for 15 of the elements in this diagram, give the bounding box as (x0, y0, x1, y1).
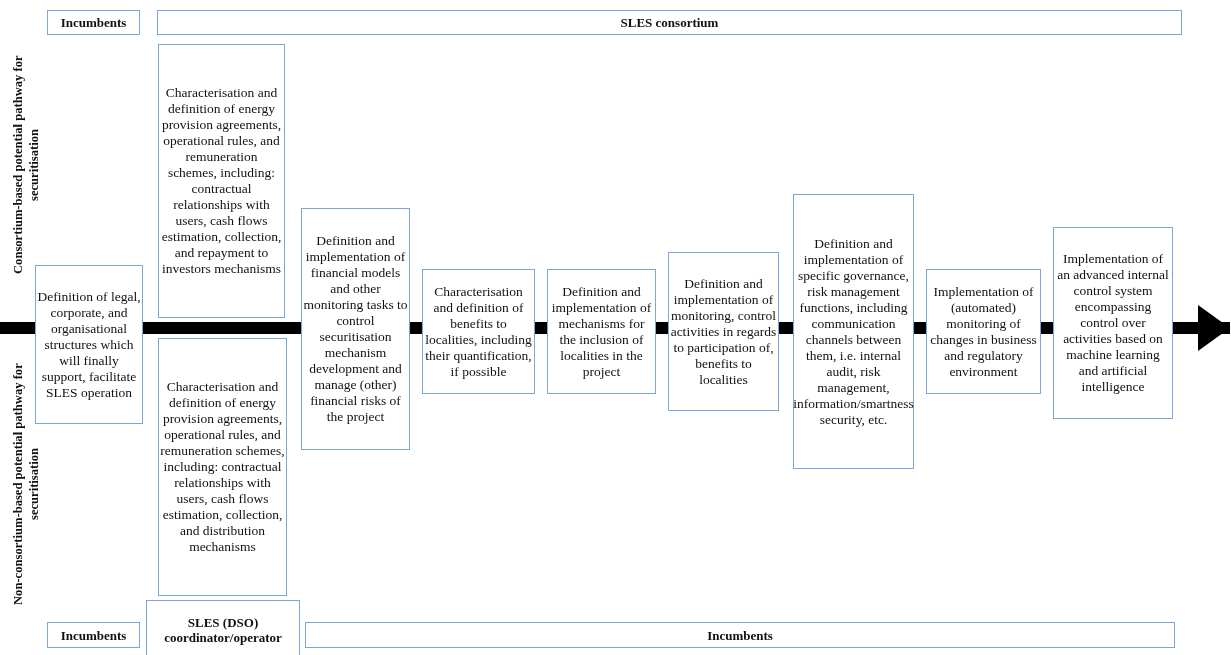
process-box: Implementation of an advanced internal control system encompassing control over activities based on machine learning and artificial intelligence (1053, 227, 1173, 419)
process-box: Characterisation and definition of benefits to localities, including their quantification, if possible (422, 269, 535, 394)
actor-box: Incumbents (47, 622, 140, 648)
timeline-arrow (1173, 305, 1230, 351)
process-box: Characterisation and definition of energy provision agreements, operational rules, and remuneration schemes, including: contractual relationships with users, cash flows estimation, collection, and distribution mechanisms (158, 338, 287, 596)
process-box: Definition of legal, corporate, and organisational structures which will finally support, facilitate SLES operation (35, 265, 143, 424)
process-box: Characterisation and definition of energy provision agreements, operational rules, and remuneration schemes, including: contractual relationships with users, cash flows estimation, collection, and repayment to investors mechanisms (158, 44, 285, 318)
actor-box: Incumbents (305, 622, 1175, 648)
process-box: Definition and implementation of financial models and other monitoring tasks to control securitisation mechanism development and manage (other) financial risks of the project (301, 208, 410, 450)
process-box: Implementation of (automated) monitoring of changes in business and regulatory environment (926, 269, 1041, 394)
actor-box: Incumbents (47, 10, 140, 35)
actor-box: SLES (DSO) coordinator/operator (146, 600, 300, 655)
process-box: Definition and implementation of mechanisms for the inclusion of localities in the project (547, 269, 656, 394)
actor-box: SLES consortium (157, 10, 1182, 35)
process-box: Definition and implementation of monitoring, control activities in regards to participation of, benefits to localities (668, 252, 779, 411)
